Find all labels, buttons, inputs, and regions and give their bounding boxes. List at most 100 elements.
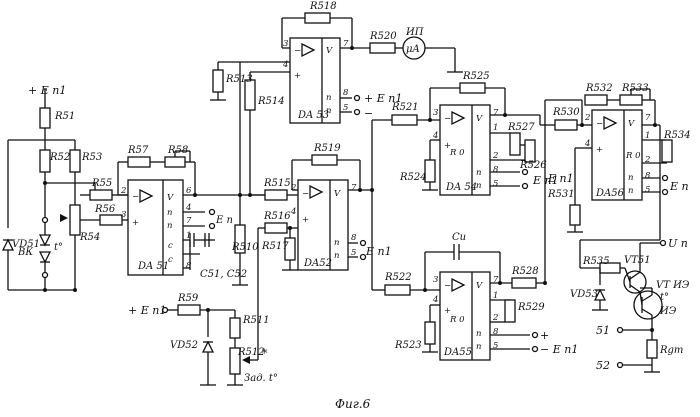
- resistor-r533: [620, 95, 642, 105]
- label-r530: R530: [552, 107, 580, 118]
- resistor-r528: [512, 278, 536, 288]
- svg-text:п: п: [167, 208, 172, 218]
- svg-text:V: V: [326, 46, 333, 56]
- label-r525: R525: [462, 71, 490, 82]
- resistor-r530: [555, 120, 577, 130]
- transistor-vt-ie: [634, 291, 662, 319]
- label-da52: DA52: [303, 258, 332, 269]
- label-r57: R57: [127, 145, 149, 156]
- label-da54: DA 54: [445, 182, 477, 193]
- label-plus-da55: +: [540, 329, 549, 342]
- label-r51: R51: [54, 111, 75, 122]
- label-r528: R528: [511, 266, 539, 277]
- svg-text:4: 4: [290, 207, 296, 217]
- label-r524: R524: [399, 172, 427, 183]
- resistor-r519: [312, 155, 337, 165]
- label-da55: DA55: [443, 347, 472, 358]
- label-r55: R55: [91, 178, 112, 189]
- svg-text:V: V: [476, 281, 483, 291]
- svg-text:3: 3: [433, 275, 438, 285]
- svg-text:7: 7: [186, 216, 192, 226]
- label-zad-t: Зад. t°: [244, 373, 278, 384]
- label-ie: ИЭ: [659, 306, 677, 317]
- label-r529: R529: [517, 302, 545, 313]
- svg-text:+: +: [294, 71, 301, 81]
- label-r512: R512: [237, 347, 265, 358]
- resistor-r53: [70, 150, 80, 172]
- svg-text:8: 8: [343, 88, 349, 98]
- label-node-52: 52: [596, 359, 610, 372]
- resistor-r516: [265, 223, 287, 233]
- label-r526: R526: [519, 160, 547, 171]
- label-vt51: VT51: [624, 255, 651, 266]
- svg-text:7: 7: [493, 108, 499, 118]
- left-labels: + E п1 R51 R52 R53 VD51 ВК t° R54 R55 R5…: [12, 84, 116, 258]
- label-en-da51: E п: [215, 215, 233, 226]
- label-ua: μA: [406, 44, 420, 55]
- svg-text:4: 4: [432, 295, 438, 305]
- output-labels: U п R535 VD53 VT51 VT ИЭ t° ИЭ 51 Rgm 52: [570, 237, 690, 372]
- label-r527: R527: [507, 122, 535, 133]
- label-r517: R517: [261, 241, 289, 252]
- svg-text:−: −: [294, 46, 301, 56]
- label-r52: R52: [49, 152, 70, 163]
- svg-text:п: п: [628, 186, 633, 196]
- label-en1-da56: E п1: [547, 172, 574, 185]
- opamp-da51: − + V п п c c DA 51 2 3 6 4 7 1 8: [118, 151, 240, 275]
- resistor-r531: [570, 205, 580, 225]
- sensor-diode-vk: [40, 235, 50, 245]
- svg-text:−: −: [444, 281, 451, 291]
- label-da53: DA 53: [297, 110, 329, 121]
- label-r534: R534: [663, 130, 691, 141]
- resistor-r520: [370, 43, 395, 53]
- label-vd53: VD53: [570, 289, 598, 300]
- label-plus-en1: + E п1: [28, 84, 66, 97]
- svg-text:−: −: [302, 189, 309, 199]
- label-vd52: VD52: [170, 340, 198, 351]
- svg-text:5: 5: [493, 179, 498, 189]
- svg-text:п: п: [628, 173, 633, 183]
- label-node-51: 51: [596, 324, 610, 337]
- svg-text:п: п: [326, 93, 331, 103]
- label-vk: ВК: [17, 247, 33, 258]
- resistor-r511: [230, 318, 240, 338]
- label-r59: R59: [177, 293, 199, 304]
- label-r521: R521: [391, 102, 419, 113]
- resistor-r54: [70, 205, 80, 235]
- label-r533: R533: [621, 83, 649, 94]
- svg-text:п: п: [476, 329, 481, 339]
- resistor-r55: [90, 190, 112, 200]
- label-r519: R519: [313, 143, 341, 154]
- svg-text:4: 4: [282, 60, 288, 70]
- resistor-r525: [460, 83, 485, 93]
- svg-text:R 0: R 0: [449, 315, 465, 325]
- label-da51: DA 51: [137, 261, 169, 272]
- svg-text:8: 8: [186, 261, 192, 271]
- svg-text:−: −: [444, 114, 451, 124]
- svg-text:8: 8: [351, 233, 357, 243]
- opamp-da52: − + V п п DA52 2 4 7 8 5: [250, 120, 374, 290]
- label-r523: R523: [394, 340, 422, 351]
- label-r531: R531: [547, 189, 575, 200]
- label-r511: R511: [242, 315, 270, 326]
- label-r58: R58: [167, 145, 188, 156]
- resistor-r56: [100, 215, 122, 225]
- svg-text:3: 3: [433, 108, 438, 118]
- svg-text:−: −: [596, 119, 603, 129]
- svg-text:R 0: R 0: [625, 151, 641, 161]
- label-r54: R54: [79, 232, 100, 243]
- label-r515: R515: [263, 178, 291, 189]
- svg-text:V: V: [334, 189, 341, 199]
- resistor-r526: [525, 140, 535, 162]
- opamp-da56: − + V R 0 п п DA56 2 4 7 1 2 8 5: [540, 89, 672, 283]
- resistor-r534: [662, 140, 672, 162]
- svg-text:8: 8: [645, 171, 651, 181]
- diode-vd52: [203, 342, 213, 352]
- resistor-r513: [213, 70, 223, 92]
- svg-text:+: +: [596, 145, 603, 155]
- resistor-r532: [585, 95, 607, 105]
- resistor-r518: [305, 13, 330, 23]
- svg-text:−: −: [132, 192, 139, 202]
- resistor-r521: [392, 115, 417, 125]
- label-r513: R513: [225, 74, 253, 85]
